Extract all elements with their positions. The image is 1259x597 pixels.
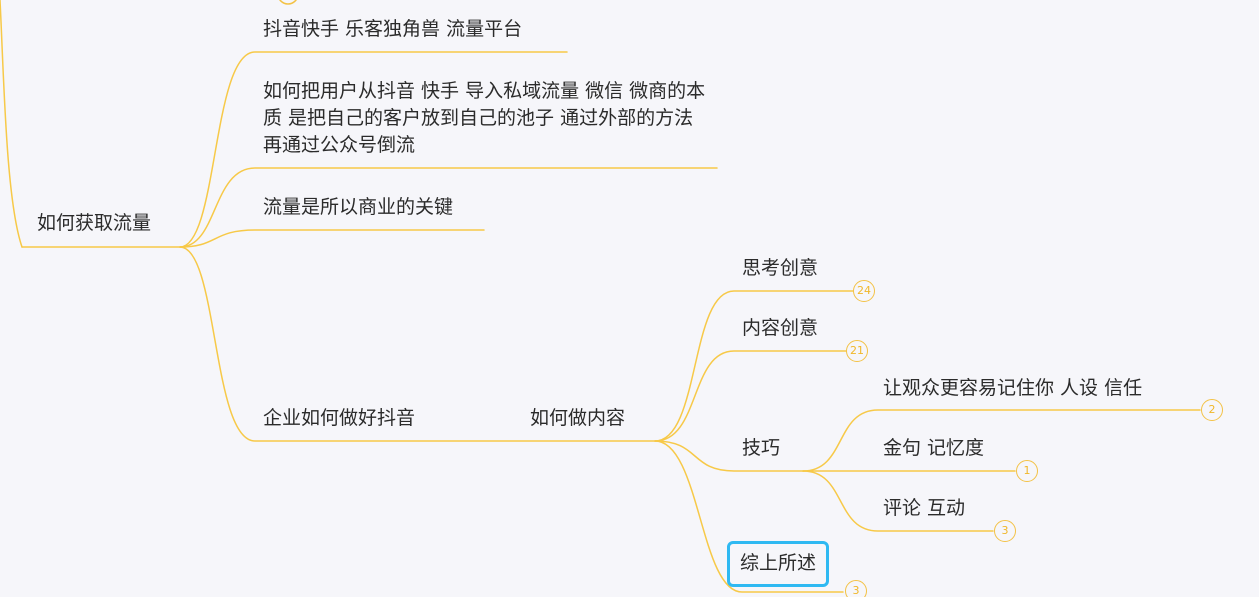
link-skills: [654, 440, 804, 472]
link-content-creative: [654, 350, 847, 442]
node-traffic-platform[interactable]: 抖音快手 乐客独角兽 流量平台: [263, 18, 523, 40]
node-summary[interactable]: 综上所述: [727, 541, 830, 587]
top-edge-badge: [279, 0, 297, 5]
collapse-badge-summary[interactable]: 3: [845, 580, 867, 597]
collapse-badge-comment-interact[interactable]: 3: [994, 520, 1016, 542]
link-memorable: [802, 409, 1201, 472]
link-traffic-key: [179, 229, 485, 248]
node-enterprise-douyin[interactable]: 企业如何做好抖音: [263, 407, 416, 429]
link-thinking-creative: [654, 290, 854, 442]
node-make-content[interactable]: 如何做内容: [530, 407, 626, 429]
link-comment-interact: [802, 470, 994, 532]
trunk-line: [0, 0, 23, 248]
node-private-domain[interactable]: 如何把用户从抖音 快手 导入私域流量 微信 微商的本质 是把自己的客户放到自己的…: [263, 80, 706, 156]
link-summary: [654, 440, 844, 593]
node-thinking-creative[interactable]: 思考创意: [742, 257, 819, 279]
link-enterprise-douyin: [179, 246, 656, 442]
link-traffic-platform: [179, 51, 568, 248]
node-memorable[interactable]: 让观众更容易记住你 人设 信任: [883, 377, 1143, 399]
node-golden-sentence[interactable]: 金句 记忆度: [883, 437, 985, 459]
link-private-domain: [179, 167, 718, 248]
collapse-badge-golden-sentence[interactable]: 1: [1016, 460, 1038, 482]
node-get-traffic[interactable]: 如何获取流量: [37, 212, 152, 234]
collapse-badge-thinking-creative[interactable]: 24: [853, 280, 875, 302]
collapse-badge-content-creative[interactable]: 21: [846, 340, 868, 362]
node-skills[interactable]: 技巧: [742, 437, 781, 459]
node-comment-interact[interactable]: 评论 互动: [883, 497, 966, 519]
collapse-badge-memorable[interactable]: 2: [1201, 399, 1223, 421]
node-content-creative[interactable]: 内容创意: [742, 317, 819, 339]
node-traffic-key[interactable]: 流量是所以商业的关键: [263, 196, 454, 218]
